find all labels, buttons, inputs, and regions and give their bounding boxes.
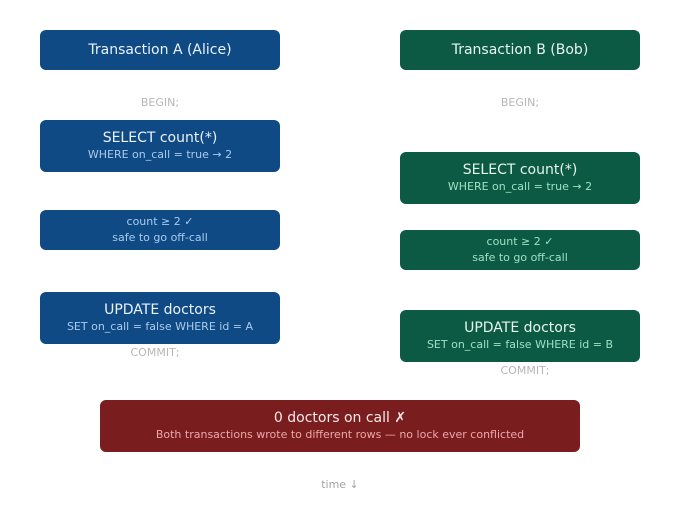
- transaction-b-begin: BEGIN;: [500, 96, 540, 109]
- result-banner: 0 doctors on call ✗ Both transactions wr…: [100, 400, 580, 452]
- transaction-a-select-title: SELECT count(*): [102, 130, 218, 146]
- transaction-b-select-step: SELECT count(*) WHERE on_call = true → 2: [400, 152, 640, 204]
- transaction-b-check-step: count ≥ 2 ✓ safe to go off-call: [400, 230, 640, 270]
- transaction-a-check-line1: count ≥ 2 ✓: [126, 215, 194, 228]
- transaction-a-update-detail: SET on_call = false WHERE id = A: [66, 320, 254, 333]
- transaction-a-check-line2: safe to go off-call: [112, 231, 208, 244]
- transaction-b-commit: COMMIT;: [500, 364, 550, 377]
- transaction-b-header-label: Transaction B (Bob): [451, 42, 589, 58]
- transaction-b-update-step: UPDATE doctors SET on_call = false WHERE…: [400, 310, 640, 362]
- transaction-b-update-detail: SET on_call = false WHERE id = B: [426, 338, 614, 351]
- transaction-a-header: Transaction A (Alice): [40, 30, 280, 70]
- transaction-a-commit: COMMIT;: [130, 346, 180, 359]
- transaction-a-update-step: UPDATE doctors SET on_call = false WHERE…: [40, 292, 280, 344]
- transaction-a-select-step: SELECT count(*) WHERE on_call = true → 2: [40, 120, 280, 172]
- time-axis-label: time ↓: [321, 478, 359, 491]
- transaction-b-check-line2: safe to go off-call: [472, 251, 568, 264]
- transaction-b-update-title: UPDATE doctors: [464, 320, 576, 336]
- transaction-b-check-line1: count ≥ 2 ✓: [486, 235, 554, 248]
- transaction-b-select-title: SELECT count(*): [462, 162, 578, 178]
- transaction-b-select-detail: WHERE on_call = true → 2: [447, 180, 593, 193]
- transaction-a-begin: BEGIN;: [140, 96, 180, 109]
- result-title: 0 doctors on call ✗: [273, 410, 407, 426]
- transaction-a-update-title: UPDATE doctors: [104, 302, 216, 318]
- result-detail: Both transactions wrote to different row…: [155, 428, 525, 441]
- transaction-a-header-label: Transaction A (Alice): [88, 42, 232, 58]
- transaction-a-select-detail: WHERE on_call = true → 2: [87, 148, 233, 161]
- transaction-b-header: Transaction B (Bob): [400, 30, 640, 70]
- transaction-a-check-step: count ≥ 2 ✓ safe to go off-call: [40, 210, 280, 250]
